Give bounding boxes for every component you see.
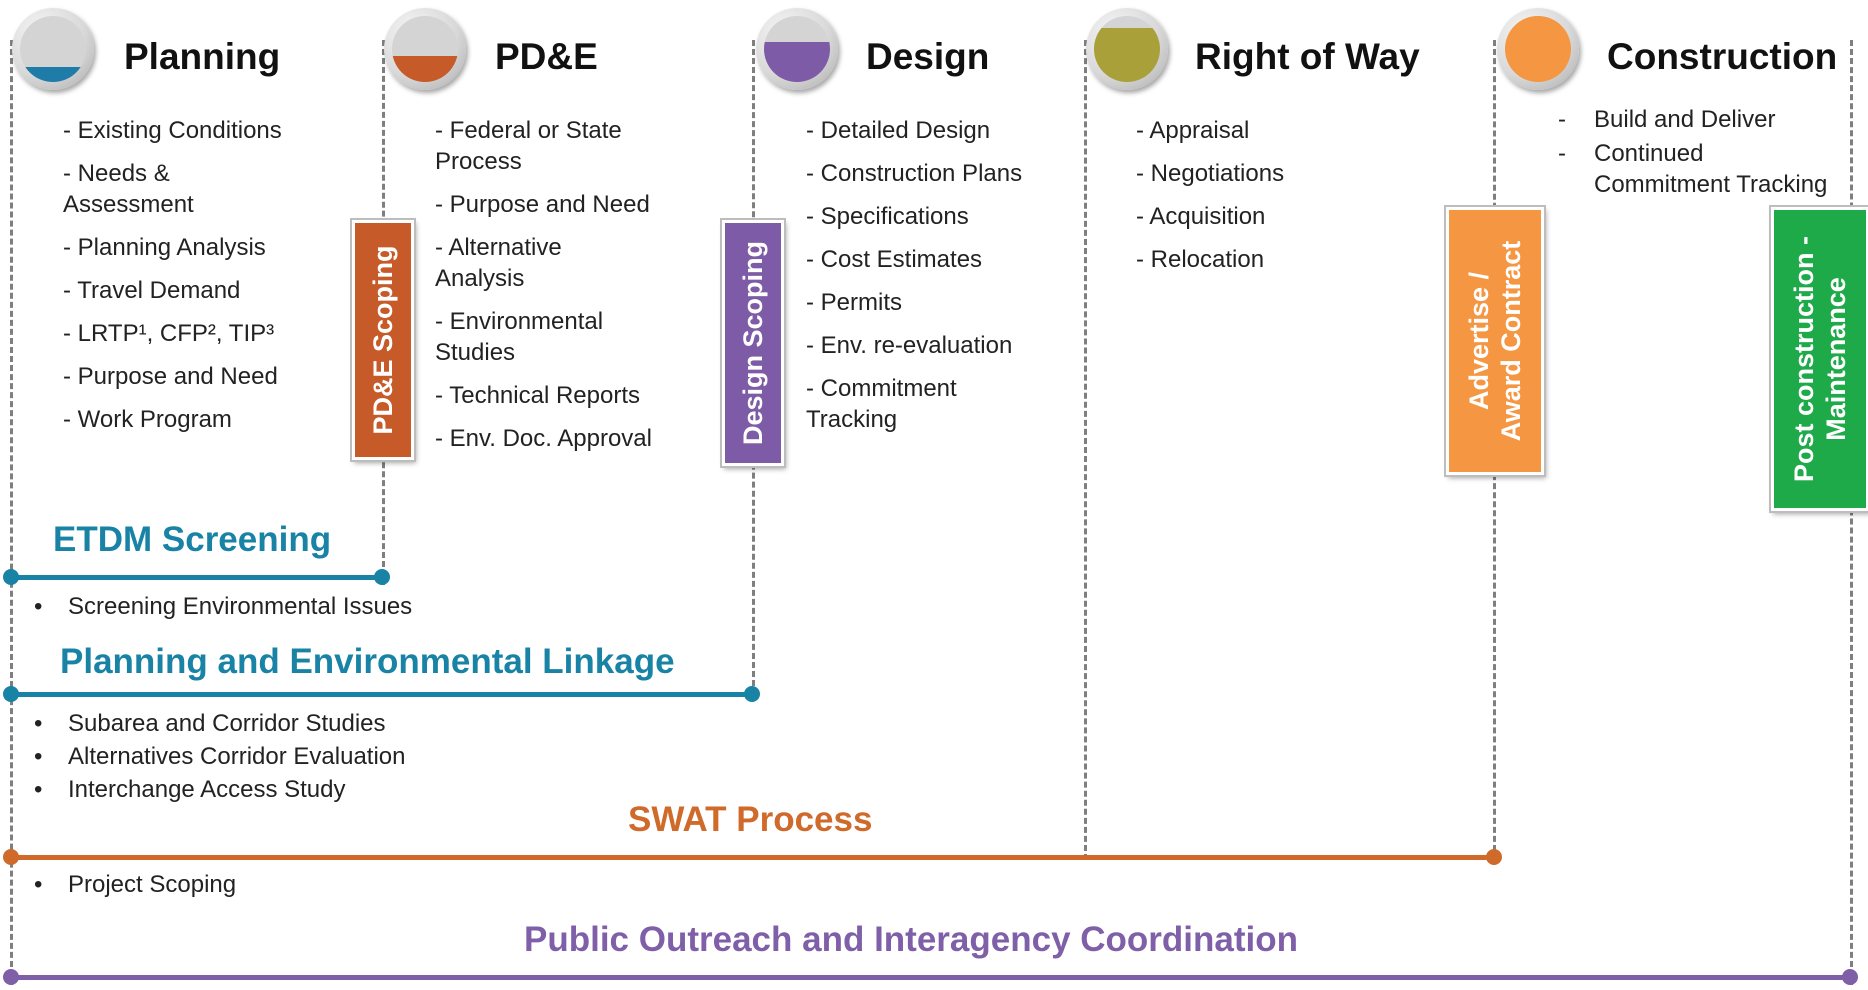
etdm-end-dot bbox=[374, 569, 390, 585]
row-title: Right of Way bbox=[1195, 36, 1420, 77]
pde-phase-icon bbox=[384, 8, 466, 90]
row-list: - Appraisal - Negotiations - Acquisition… bbox=[1136, 115, 1396, 287]
outreach-end-dot bbox=[1842, 969, 1858, 985]
list-item: - Relocation bbox=[1136, 246, 1265, 273]
pde-scoping-label: PD&E Scoping bbox=[368, 245, 398, 435]
list-item: - Purpose and Need bbox=[435, 191, 650, 218]
list-item: - Cost Estimates bbox=[806, 246, 983, 273]
swat-bar bbox=[11, 855, 1494, 860]
pel-end-dot bbox=[744, 686, 760, 702]
design-scoping-label: Design Scoping bbox=[738, 240, 768, 446]
list-item: - Needs & Assessment bbox=[63, 160, 194, 218]
etdm-title: ETDM Screening bbox=[53, 520, 332, 559]
list-item: - Federal or State Process bbox=[435, 117, 622, 175]
list-item: - Travel Demand bbox=[63, 277, 241, 304]
row-phase-icon bbox=[1086, 8, 1168, 90]
list-item: - Technical Reports bbox=[435, 382, 640, 409]
construction-title: Construction bbox=[1607, 36, 1838, 77]
list-item: - Commitment Tracking bbox=[806, 375, 957, 433]
swat-start-dot bbox=[3, 849, 19, 865]
row-progress-fill bbox=[1094, 27, 1160, 82]
list-item: - Specifications bbox=[806, 203, 969, 230]
etdm-bar bbox=[11, 575, 383, 580]
list-item: - Continued Commitment Tracking bbox=[1558, 140, 1828, 198]
design-phase-icon bbox=[756, 8, 838, 90]
planning-progress-fill bbox=[20, 67, 86, 82]
outreach-bar bbox=[11, 975, 1851, 980]
list-item: - Work Program bbox=[63, 406, 232, 433]
list-item: - Env. Doc. Approval bbox=[435, 425, 652, 452]
list-item: - Permits bbox=[806, 289, 902, 316]
construction-phase-icon bbox=[1497, 8, 1579, 90]
list-item: - Appraisal bbox=[1136, 117, 1250, 144]
list-item: Project Scoping bbox=[20, 868, 236, 901]
list-item: - Build and Deliver bbox=[1558, 106, 1776, 133]
list-item: - Detailed Design bbox=[806, 117, 991, 144]
list-item: - Env. re-evaluation bbox=[806, 332, 1013, 359]
list-marker: - bbox=[1558, 106, 1566, 133]
post-construction-tab: Post construction - Maintenance bbox=[1769, 205, 1868, 513]
pel-list: Subarea and Corridor Studies Alternative… bbox=[20, 707, 406, 806]
list-item: - Environmental Studies bbox=[435, 308, 604, 366]
pde-title: PD&E bbox=[495, 36, 598, 77]
divider-construction-right bbox=[1850, 40, 1853, 985]
swat-title: SWAT Process bbox=[628, 800, 873, 839]
list-marker: - bbox=[1558, 140, 1566, 167]
design-list: - Detailed Design - Construction Plans -… bbox=[806, 115, 1066, 447]
divider-planning-left bbox=[10, 40, 13, 985]
pel-bar bbox=[11, 692, 753, 697]
planning-list: - Existing Conditions - Needs & Assessme… bbox=[63, 115, 333, 447]
list-item: Screening Environmental Issues bbox=[20, 590, 412, 623]
design-progress-fill bbox=[764, 42, 830, 82]
post-construction-label: Post construction - Maintenance bbox=[1789, 235, 1851, 483]
etdm-list: Screening Environmental Issues bbox=[20, 590, 412, 623]
list-item: Subarea and Corridor Studies bbox=[20, 707, 406, 740]
list-item: - Construction Plans bbox=[806, 160, 1023, 187]
etdm-start-dot bbox=[3, 569, 19, 585]
design-scoping-tab: Design Scoping bbox=[720, 218, 786, 468]
list-item: - Negotiations bbox=[1136, 160, 1285, 187]
list-item: Interchange Access Study bbox=[20, 773, 406, 806]
advertise-award-label: Advertise / Award Contract bbox=[1464, 240, 1526, 442]
swat-end-dot bbox=[1486, 849, 1502, 865]
list-item: - LRTP¹, CFP², TIP³ bbox=[63, 320, 275, 347]
outreach-start-dot bbox=[3, 969, 19, 985]
outreach-title: Public Outreach and Interagency Coordina… bbox=[524, 920, 1298, 959]
list-item: - Alternative Analysis bbox=[435, 234, 562, 292]
list-item: - Purpose and Need bbox=[63, 363, 278, 390]
pde-scoping-tab: PD&E Scoping bbox=[350, 218, 416, 462]
list-item: Alternatives Corridor Evaluation bbox=[20, 740, 406, 773]
construction-list: - Build and Deliver - Continued Commitme… bbox=[1558, 104, 1848, 212]
pel-start-dot bbox=[3, 686, 19, 702]
planning-title: Planning bbox=[124, 36, 281, 77]
list-item: - Existing Conditions bbox=[63, 117, 282, 144]
swat-list: Project Scoping bbox=[20, 868, 236, 901]
pde-progress-fill bbox=[392, 55, 458, 82]
divider-design-row bbox=[1084, 40, 1087, 860]
pde-list: - Federal or State Process - Purpose and… bbox=[435, 115, 680, 466]
advertise-award-tab: Advertise / Award Contract bbox=[1444, 205, 1546, 477]
construction-progress-fill bbox=[1505, 16, 1571, 82]
design-title: Design bbox=[866, 36, 990, 77]
list-item: - Acquisition bbox=[1136, 203, 1266, 230]
pel-title: Planning and Environmental Linkage bbox=[60, 642, 675, 681]
list-item: - Planning Analysis bbox=[63, 234, 266, 261]
planning-phase-icon bbox=[12, 8, 94, 90]
